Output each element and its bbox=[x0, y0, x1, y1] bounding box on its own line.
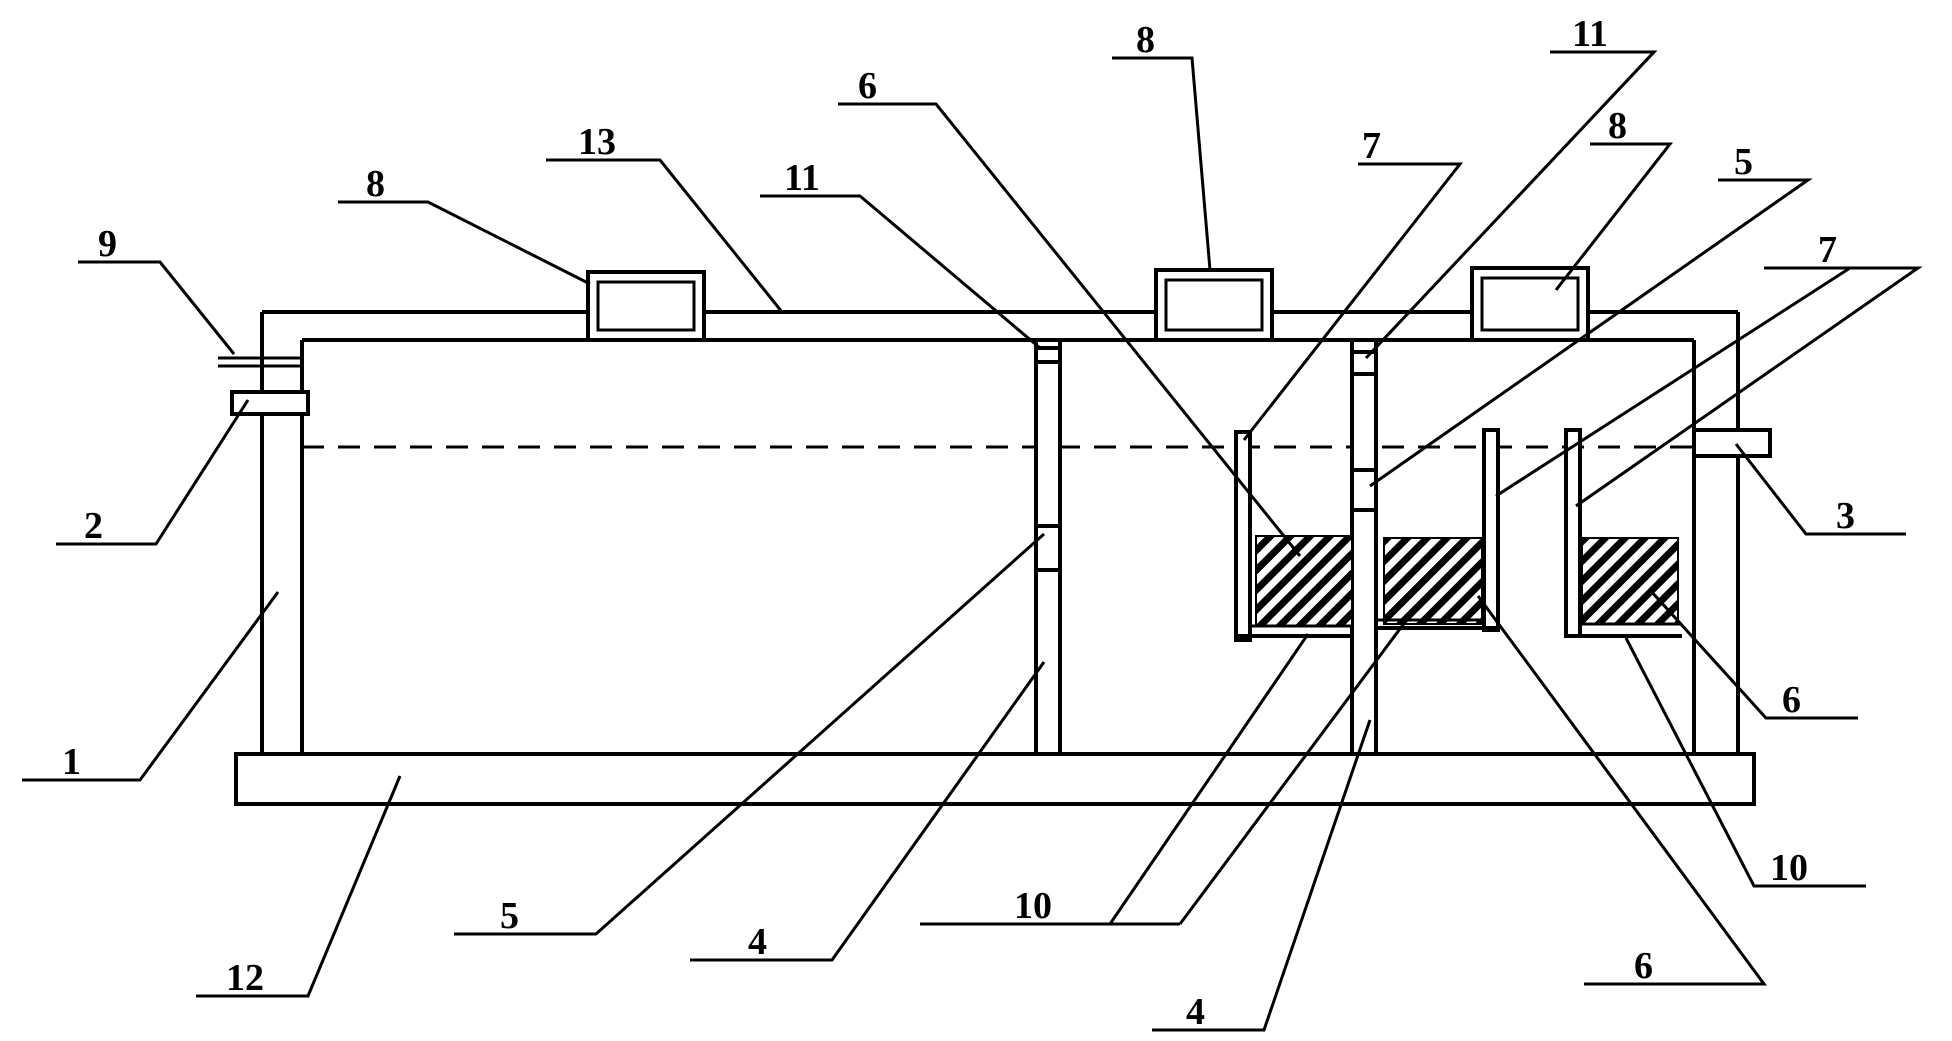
outlet-pipe bbox=[1692, 428, 1772, 458]
leader-lines bbox=[22, 50, 1923, 1032]
label-12: 12 bbox=[226, 957, 264, 999]
filter-unit-b bbox=[1376, 428, 1500, 632]
label-8-middle: 8 bbox=[1136, 19, 1155, 61]
labels: 9 8 13 11 6 8 7 11 8 5 7 3 2 1 12 5 4 10… bbox=[62, 13, 1855, 1033]
label-4-bottom: 4 bbox=[1186, 991, 1205, 1033]
label-11-left: 11 bbox=[784, 157, 820, 199]
cover-left bbox=[586, 270, 706, 342]
label-6-bottom: 6 bbox=[1634, 945, 1653, 987]
filler-b bbox=[1383, 537, 1483, 625]
filter-unit-a bbox=[1234, 430, 1353, 642]
label-10-bottom: 10 bbox=[1014, 885, 1052, 927]
label-5-right: 5 bbox=[1734, 141, 1753, 183]
vent-pipe bbox=[218, 356, 302, 368]
label-2: 2 bbox=[84, 505, 103, 547]
label-5-left: 5 bbox=[500, 895, 519, 937]
label-10-right: 10 bbox=[1770, 847, 1808, 889]
cover-right bbox=[1470, 266, 1590, 342]
partition-left bbox=[1034, 338, 1062, 756]
label-8-left: 8 bbox=[366, 163, 385, 205]
partition-right bbox=[1350, 338, 1378, 756]
label-4-left: 4 bbox=[748, 921, 767, 963]
label-3: 3 bbox=[1836, 495, 1855, 537]
label-8-right: 8 bbox=[1608, 105, 1627, 147]
filler-a bbox=[1255, 535, 1353, 627]
label-7-top: 7 bbox=[1362, 125, 1381, 167]
label-13: 13 bbox=[578, 121, 616, 163]
base-plate bbox=[234, 752, 1756, 806]
filler-c bbox=[1581, 537, 1679, 625]
filter-unit-c bbox=[1564, 428, 1682, 638]
label-9: 9 bbox=[98, 223, 117, 265]
label-11-right: 11 bbox=[1572, 13, 1608, 55]
label-6-top: 6 bbox=[858, 65, 877, 107]
label-1: 1 bbox=[62, 741, 81, 783]
tank-body bbox=[260, 310, 1740, 756]
label-7-right: 7 bbox=[1818, 229, 1837, 271]
cover-middle bbox=[1154, 268, 1274, 342]
inlet-pipe bbox=[230, 390, 310, 416]
label-6-right: 6 bbox=[1782, 679, 1801, 721]
